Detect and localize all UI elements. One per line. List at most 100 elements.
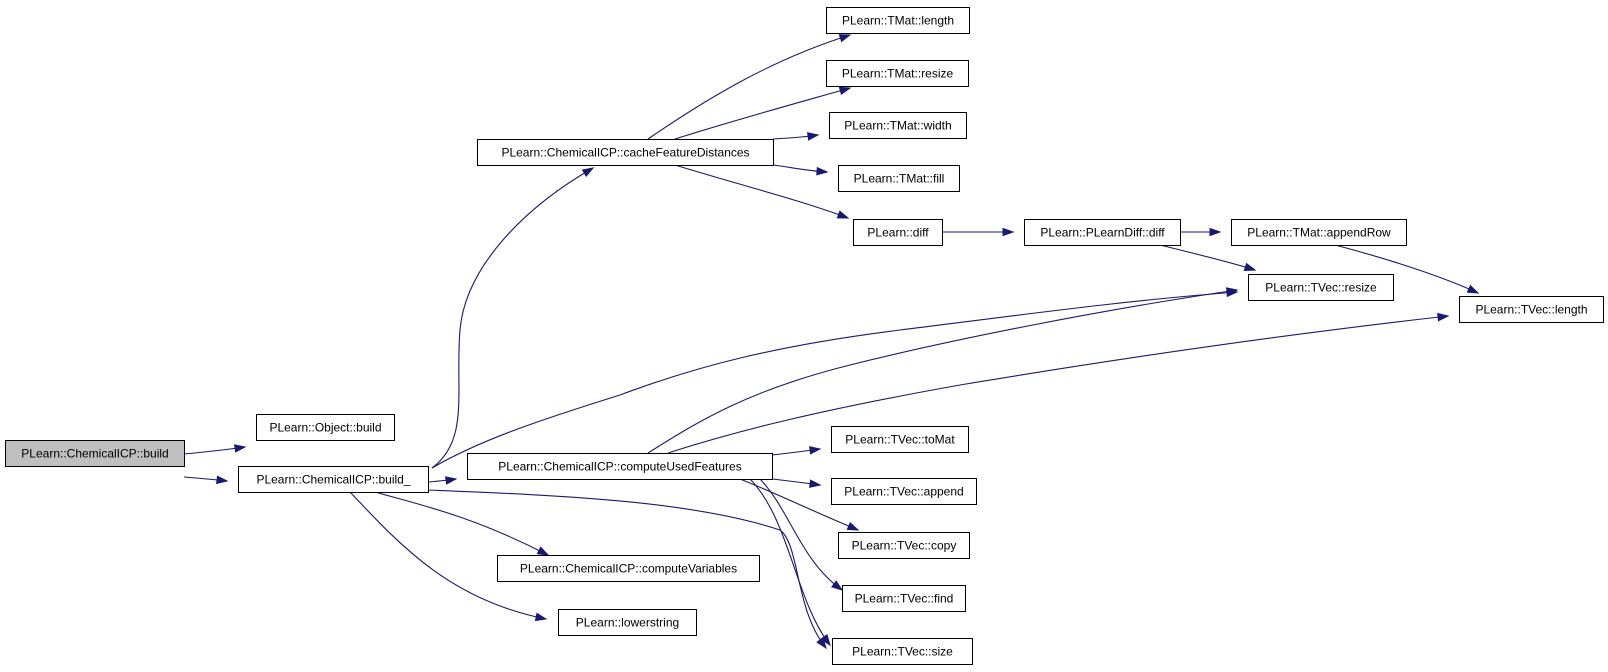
node-label: PLearn::TVec::find	[855, 592, 954, 606]
edge-build_-to-lowerstring	[349, 491, 547, 620]
edge-appendRow-to-tvec_length	[1334, 244, 1479, 294]
edge-computeUsed-to-copy	[739, 478, 859, 531]
node-box	[558, 609, 697, 636]
node-box	[829, 112, 967, 139]
edge-computeUsed-to-tvec_length-arrowhead	[1437, 312, 1450, 322]
node-box	[1459, 296, 1604, 323]
node-box	[831, 426, 969, 453]
edge-build_-to-tvec_resize	[431, 291, 1238, 469]
node-box	[1024, 219, 1181, 246]
node-box	[826, 7, 970, 34]
call-graph-edges	[183, 34, 1480, 650]
node-box	[1248, 274, 1394, 301]
node-label: PLearn::ChemicalICP::computeVariables	[520, 562, 737, 576]
node-cache[interactable]: PLearn::ChemicalICP::cacheFeatureDistanc…	[477, 139, 774, 166]
node-box	[842, 585, 966, 612]
node-label: PLearn::TVec::copy	[852, 539, 957, 553]
edge-computeUsed-to-tvec_resize	[647, 289, 1238, 454]
node-label: PLearn::TMat::fill	[854, 172, 945, 186]
node-tmat-width[interactable]: PLearn::TMat::width	[829, 112, 967, 139]
node-size[interactable]: PLearn::TVec::size	[832, 638, 973, 665]
edge-build_-to-cache	[431, 167, 594, 469]
edge-computeUsed-to-append-arrowhead	[809, 479, 822, 488]
node-toMat[interactable]: PLearn::TVec::toMat	[831, 426, 969, 453]
node-append[interactable]: PLearn::TVec::append	[831, 478, 977, 505]
node-appendRow[interactable]: PLearn::TMat::appendRow	[1231, 219, 1407, 246]
edge-cache-to-diff-arrowhead	[836, 210, 850, 219]
node-tvec-length[interactable]: PLearn::TVec::length	[1459, 296, 1604, 323]
edge-cache-to-diff	[674, 164, 849, 219]
node-box	[838, 532, 970, 559]
node-box	[853, 219, 943, 246]
edge-pldiff-to-appendRow-arrowhead	[1209, 227, 1222, 237]
node-box	[477, 139, 774, 166]
edge-pldiff-to-tvec_resize	[1159, 244, 1256, 271]
node-diff[interactable]: PLearn::diff	[853, 219, 943, 246]
node-box	[5, 440, 185, 467]
node-label: PLearn::Object::build	[269, 421, 381, 435]
edge-build_-to-size	[427, 489, 827, 649]
node-label: PLearn::TMat::resize	[842, 67, 954, 81]
edge-appendRow-to-tvec_length-arrowhead	[1466, 284, 1480, 294]
node-label: PLearn::TVec::length	[1475, 303, 1587, 317]
node-tmat-length[interactable]: PLearn::TMat::length	[826, 7, 970, 34]
node-box	[497, 555, 760, 582]
node-label: PLearn::TMat::appendRow	[1247, 226, 1391, 240]
node-pldiff[interactable]: PLearn::PLearnDiff::diff	[1024, 219, 1181, 246]
edge-computeUsed-to-tvec_length	[667, 315, 1449, 454]
edge-diff-to-pldiff-arrowhead	[1002, 227, 1015, 237]
edge-pldiff-to-tvec_resize-arrowhead	[1243, 262, 1257, 271]
node-label: PLearn::TVec::resize	[1265, 281, 1377, 295]
node-find[interactable]: PLearn::TVec::find	[842, 585, 966, 612]
node-build[interactable]: PLearn::ChemicalICP::build	[5, 440, 185, 467]
node-box	[832, 638, 973, 665]
node-label: PLearn::lowerstring	[576, 616, 679, 630]
node-box	[1231, 219, 1407, 246]
node-tmat-fill[interactable]: PLearn::TMat::fill	[838, 165, 960, 192]
edge-computeUsed-to-find	[759, 478, 843, 591]
node-lowerstring[interactable]: PLearn::lowerstring	[558, 609, 697, 636]
edge-build_-to-computeVars-arrowhead	[536, 546, 550, 556]
edge-cache-to-tmat_fill-arrowhead	[816, 166, 829, 176]
edge-build-to-build_-arrowhead	[216, 475, 229, 485]
node-label: PLearn::diff	[867, 226, 929, 240]
node-box	[838, 165, 960, 192]
edge-computeUsed-to-copy-arrowhead	[846, 521, 860, 531]
node-box	[256, 414, 395, 441]
edge-computeUsed-to-find-arrowhead	[831, 580, 844, 591]
node-computeVars[interactable]: PLearn::ChemicalICP::computeVariables	[497, 555, 760, 582]
edge-cache-to-tmat_length-arrowhead	[838, 34, 852, 43]
edge-build_-to-computeVars	[374, 491, 549, 556]
node-object-build[interactable]: PLearn::Object::build	[256, 414, 395, 441]
edge-cache-to-tmat_resize	[674, 87, 851, 140]
edge-computeUsed-to-size	[749, 478, 831, 646]
node-computeUsed[interactable]: PLearn::ChemicalICP::computeUsedFeatures	[467, 453, 773, 480]
node-copy[interactable]: PLearn::TVec::copy	[838, 532, 970, 559]
node-box	[831, 478, 977, 505]
node-label: PLearn::TMat::width	[844, 119, 951, 133]
node-build-[interactable]: PLearn::ChemicalICP::build_	[238, 466, 429, 493]
node-box	[238, 466, 429, 493]
node-tvec-resize[interactable]: PLearn::TVec::resize	[1248, 274, 1394, 301]
edge-build-to-object_build-arrowhead	[233, 444, 247, 453]
node-label: PLearn::ChemicalICP::build_	[256, 473, 410, 487]
node-tmat-resize[interactable]: PLearn::TMat::resize	[826, 60, 969, 87]
node-label: PLearn::TVec::toMat	[845, 433, 955, 447]
node-box	[826, 60, 969, 87]
node-label: PLearn::ChemicalICP::computeUsedFeatures	[498, 460, 741, 474]
edge-cache-to-tmat_length	[647, 34, 851, 140]
edge-build_-to-size-arrowhead	[816, 637, 827, 650]
node-label: PLearn::ChemicalICP::cacheFeatureDistanc…	[501, 146, 749, 160]
node-label: PLearn::TMat::length	[842, 14, 954, 28]
edge-build_-to-cache-arrowhead	[581, 167, 595, 178]
edge-cache-to-tmat_width-arrowhead	[807, 132, 820, 141]
edge-build_-to-computeUsed-arrowhead	[444, 476, 458, 485]
edge-computeUsed-to-size-arrowhead	[820, 633, 831, 647]
edge-build_-to-lowerstring-arrowhead	[534, 612, 548, 622]
call-graph-nodes: PLearn::ChemicalICP::build PLearn::Object…	[5, 7, 1604, 665]
edge-computeUsed-to-tvec_resize-arrowhead	[1225, 287, 1239, 296]
edge-computeUsed-to-toMat-arrowhead	[809, 446, 822, 455]
node-label: PLearn::TVec::append	[844, 485, 963, 499]
node-box	[467, 453, 773, 480]
